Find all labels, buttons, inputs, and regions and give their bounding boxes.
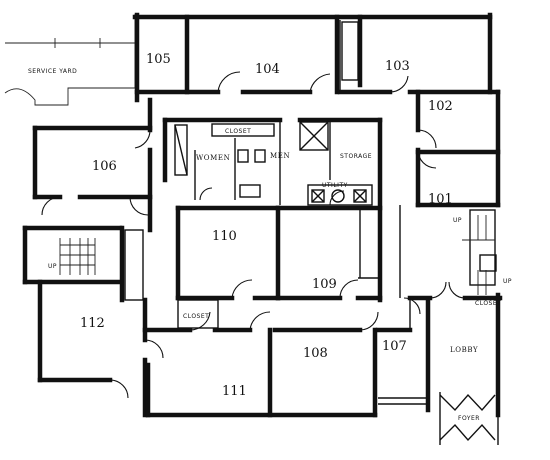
room-106-label: 106 — [92, 159, 117, 174]
foyer-doors — [439, 392, 499, 445]
room-103-label: 103 — [385, 59, 410, 74]
room-111-label: 111 — [222, 384, 247, 399]
closet-right-label: CLOSET — [475, 300, 501, 307]
room-104-label: 104 — [255, 62, 280, 77]
service-yard-fence — [4, 14, 136, 106]
service-yard-label: SERVICE YARD — [28, 68, 77, 75]
room-102-label: 102 — [428, 99, 453, 114]
room-108-label: 108 — [303, 346, 328, 361]
storage-label: STORAGE — [340, 153, 372, 160]
stair-up-west-label: UP — [48, 263, 57, 270]
foyer-label: FOYER — [458, 415, 480, 422]
stairs-east — [462, 215, 495, 295]
room-105-label: 105 — [146, 52, 171, 67]
room-109-label: 109 — [312, 277, 337, 292]
lobby-label: LOBBY — [450, 346, 478, 354]
annotation-labels: SERVICE YARD CLOSET WOMEN MEN STORAGE UT… — [28, 68, 512, 422]
closet-mid-label: CLOSET — [183, 313, 209, 320]
utility-label: UTILITY — [322, 182, 348, 189]
doors — [41, 71, 466, 399]
room-107-label: 107 — [382, 339, 407, 354]
men-label: MEN — [270, 152, 290, 160]
closet-top-label: CLOSET — [225, 128, 251, 135]
women-label: WOMEN — [196, 154, 230, 162]
stair-up-east2-label: UP — [503, 278, 512, 285]
room-110-label: 110 — [212, 229, 237, 244]
room-112-label: 112 — [80, 316, 105, 331]
utility-equipment — [311, 189, 367, 203]
room-labels: 105 104 103 102 106 101 110 109 112 108 … — [80, 52, 453, 399]
stairs-west — [59, 238, 96, 275]
room-101-label: 101 — [428, 192, 453, 207]
walls — [22, 12, 503, 418]
stair-up-east-label: UP — [453, 217, 462, 224]
partitions — [124, 20, 497, 405]
